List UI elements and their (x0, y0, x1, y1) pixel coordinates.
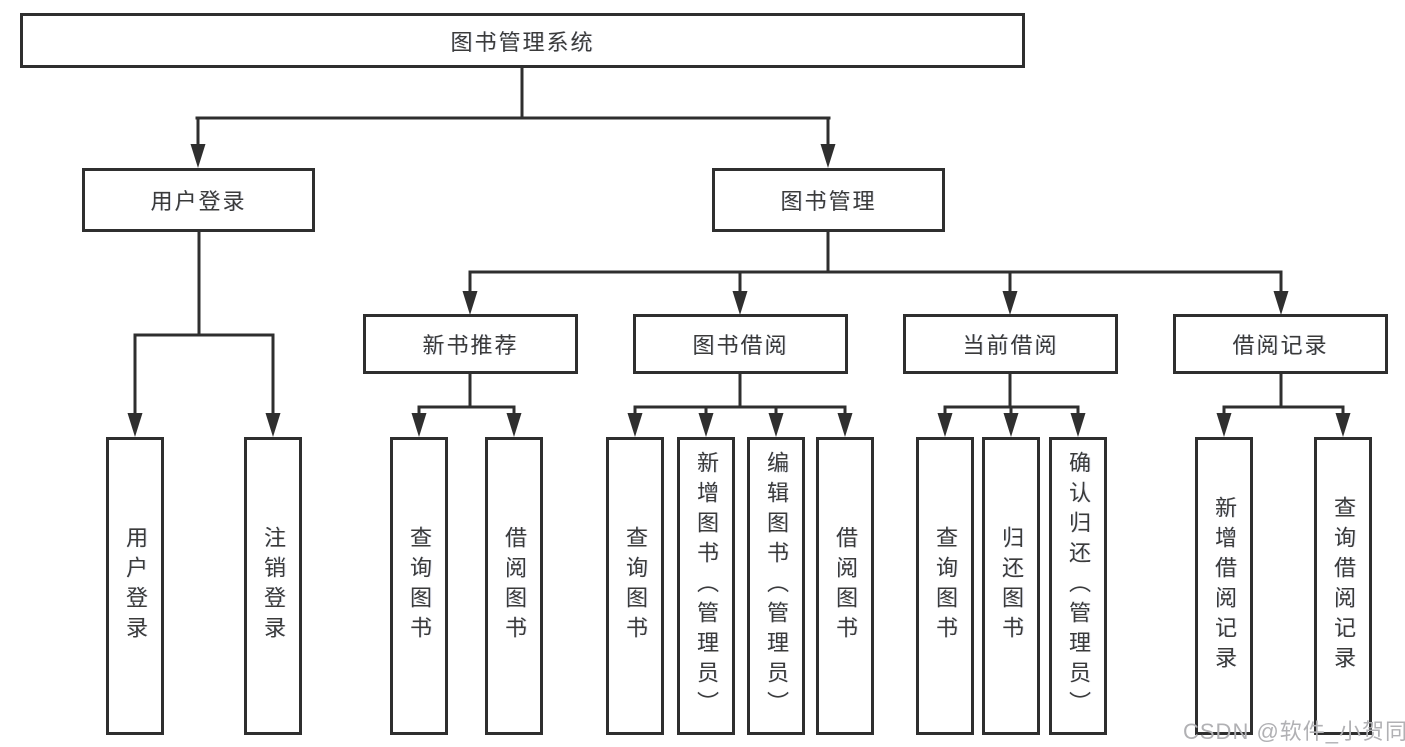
leaf-newbook-query-book-label: 查询图书 (407, 526, 432, 646)
leaf-current-confirm-return: 确认归还（管理员） (1049, 437, 1107, 735)
node-current-borrow-label: 当前借阅 (962, 333, 1059, 358)
csdn-watermark: CSDN @软件_小贺同学 (1183, 719, 1405, 744)
leaf-user-login: 用户登录 (106, 437, 164, 735)
node-borrow-records: 借阅记录 (1173, 314, 1388, 374)
leaf-current-confirm-return-label: 确认归还（管理员） (1066, 451, 1091, 721)
node-new-book-recommend-label: 新书推荐 (422, 333, 519, 358)
node-current-borrow: 当前借阅 (903, 314, 1118, 374)
leaf-logout-label: 注销登录 (261, 526, 286, 646)
leaf-newbook-query-book: 查询图书 (390, 437, 448, 735)
leaf-borrow-query-book: 查询图书 (606, 437, 664, 735)
leaf-records-query-record: 查询借阅记录 (1314, 437, 1372, 735)
leaf-newbook-borrow-book-label: 借阅图书 (502, 526, 527, 646)
leaf-borrow-borrow-book-label: 借阅图书 (833, 526, 858, 646)
node-root-system: 图书管理系统 (20, 13, 1025, 68)
node-book-management-label: 图书管理 (780, 189, 877, 214)
node-user-login-label: 用户登录 (150, 189, 247, 214)
leaf-borrow-query-book-label: 查询图书 (623, 526, 648, 646)
leaf-newbook-borrow-book: 借阅图书 (485, 437, 543, 735)
node-new-book-recommend: 新书推荐 (363, 314, 578, 374)
leaf-records-add-record: 新增借阅记录 (1195, 437, 1253, 735)
leaf-logout: 注销登录 (244, 437, 302, 735)
leaf-borrow-borrow-book: 借阅图书 (816, 437, 874, 735)
node-book-management: 图书管理 (712, 168, 945, 232)
leaf-records-add-record-label: 新增借阅记录 (1212, 496, 1237, 676)
leaf-borrow-edit-book-label: 编辑图书（管理员） (764, 451, 789, 721)
connector-lines (133, 66, 1345, 416)
leaf-user-login-label: 用户登录 (123, 526, 148, 646)
node-book-borrow-label: 图书借阅 (692, 333, 789, 358)
leaf-current-return-book-label: 归还图书 (999, 526, 1024, 646)
node-borrow-records-label: 借阅记录 (1232, 333, 1329, 358)
leaf-current-query-book-label: 查询图书 (933, 526, 958, 646)
node-root-system-label: 图书管理系统 (450, 29, 595, 55)
leaf-current-query-book: 查询图书 (916, 437, 974, 735)
leaf-records-query-record-label: 查询借阅记录 (1331, 496, 1356, 676)
leaf-borrow-edit-book: 编辑图书（管理员） (747, 437, 805, 735)
leaf-current-return-book: 归还图书 (982, 437, 1040, 735)
leaf-borrow-add-book: 新增图书（管理员） (677, 437, 735, 735)
node-book-borrow: 图书借阅 (633, 314, 848, 374)
node-user-login: 用户登录 (82, 168, 315, 232)
leaf-borrow-add-book-label: 新增图书（管理员） (694, 451, 719, 721)
